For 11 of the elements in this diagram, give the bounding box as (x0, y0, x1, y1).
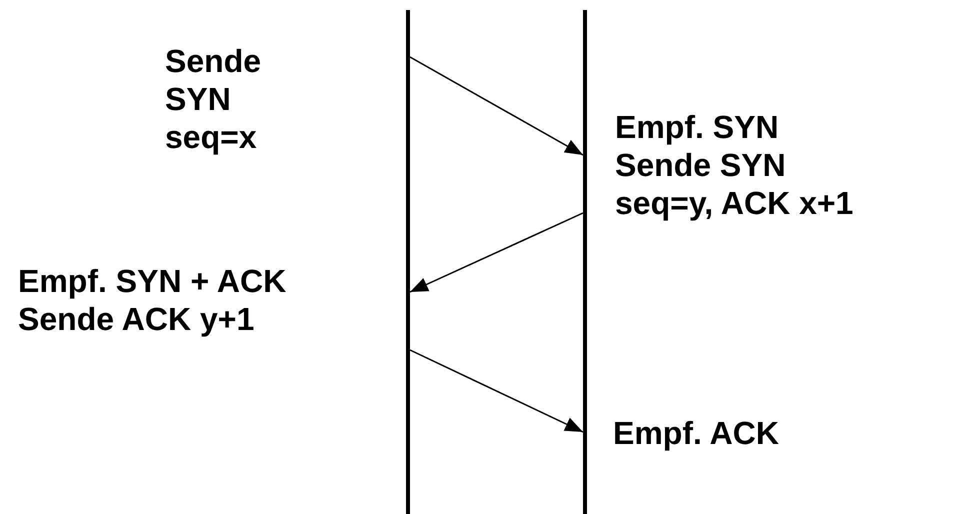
event-text: Empf. SYN (615, 108, 780, 146)
message-arrow (410, 349, 584, 433)
lifeline-bar (583, 10, 587, 514)
message-arrow (410, 56, 584, 156)
event-text: Sende SYN seq=x (165, 42, 262, 156)
event-text: Sende ACK y+1 (18, 300, 256, 338)
event-text: Sende SYN seq=y, ACK x+1 (615, 146, 854, 222)
event-text: Empf. SYN + ACK (18, 262, 288, 300)
lifeline-bar (406, 10, 410, 514)
event-text: Empf. ACK (613, 414, 780, 452)
message-arrow (410, 212, 584, 293)
